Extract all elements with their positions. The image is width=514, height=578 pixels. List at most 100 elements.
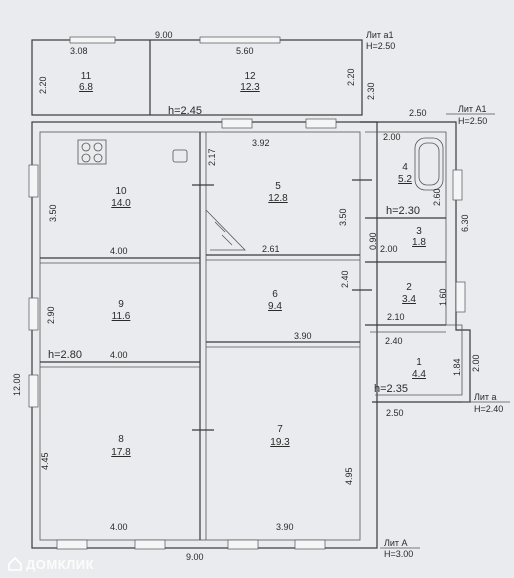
dim-2-60: 2.60 [432,188,442,206]
liter-A1-name: Лит А1 [458,104,487,114]
liter-A-height: H=3.00 [384,549,413,559]
dim-top-3-08: 3.08 [70,46,88,56]
dim-6-30: 6.30 [460,214,470,232]
room-8-area: 17.8 [111,447,131,458]
window-bottom-3 [227,539,259,550]
room-5-area: 12.8 [268,193,288,204]
dim-2-40-v: 2.40 [340,270,350,288]
room-6-area: 9.4 [268,301,282,312]
dim-3-90-b: 3.90 [276,522,294,532]
room-11-area: 6.8 [79,82,93,93]
room-4-area: 5.2 [398,174,412,185]
dim-2-61: 2.61 [262,244,280,254]
window-right-2 [455,281,466,313]
height-2-45: h=2.45 [168,105,202,117]
stairs [205,209,246,251]
dim-1-84: 1.84 [452,358,462,376]
room-7-area: 19.3 [270,437,290,448]
dim-3-92: 3.92 [252,138,270,148]
house-icon [8,557,22,571]
dim-4-95: 4.95 [344,467,354,485]
dim-4-00-c: 4.00 [110,522,128,532]
height-2-80: h=2.80 [48,349,82,361]
window-top-2 [305,118,337,129]
dim-2-00-top: 2.00 [383,132,401,142]
stove [77,139,107,165]
liter-A1-height: H=2.50 [458,116,487,126]
dim-3-50-mid: 3.50 [338,208,348,226]
liter-a1-name: Лит а1 [366,30,394,40]
stove-burner-2 [93,142,103,152]
dim-2-00-right: 2.00 [471,354,481,372]
dim-4-00-a: 4.00 [110,246,128,256]
dim-2-17: 2.17 [207,148,217,166]
room-6-number: 6 [272,289,278,300]
window-left-1 [28,164,39,198]
room-2-number: 2 [406,282,412,293]
dim-2-10: 2.10 [387,312,405,322]
bathtub-inner [418,142,440,186]
dim-right-2-30: 2.30 [366,82,376,100]
room-12-area: 12.3 [240,82,260,93]
room-5-number: 5 [275,181,281,192]
dim-right-2-20: 2.20 [346,68,356,86]
stove-burner-4 [93,153,103,163]
height-2-30: h=2.30 [386,205,420,217]
room-3-number: 3 [416,226,422,237]
annex-a1-outline [360,121,471,403]
annex-a1-inner [365,131,463,396]
room-9-number: 9 [118,299,124,310]
height-2-35: h=2.35 [374,383,408,395]
room-10-number: 10 [115,186,127,197]
room-11-number: 11 [81,71,92,82]
stairs-step-1 [214,221,226,233]
room-9-area: 11.6 [112,311,131,322]
liter-a-height: H=2.40 [474,404,503,414]
dim-2-50-bot: 2.50 [386,408,404,418]
window-bottom-1 [56,539,88,550]
room-3-area: 1.8 [412,237,426,248]
veranda-outline [31,39,363,116]
room-10-area: 14.0 [111,198,131,209]
dim-left-2-20: 2.20 [38,76,48,94]
sink [172,149,188,163]
window-left-3 [28,374,39,408]
watermark: ДОМКЛИК [8,557,94,572]
window-veranda-1 [69,36,116,44]
dim-9-00-bot: 9.00 [186,552,204,562]
window-bottom-2 [134,539,166,550]
dim-2-50-top: 2.50 [409,108,427,118]
stove-burner-3 [81,153,91,163]
dim-3-50-left: 3.50 [48,204,58,222]
window-bottom-4 [294,539,326,550]
dim-4-00-b: 4.00 [110,350,128,360]
dim-3-90-a: 3.90 [294,331,312,341]
bathtub [414,137,444,191]
watermark-text: ДОМКЛИК [26,557,95,572]
liter-a1-height: H=2.50 [366,41,395,51]
dim-12-00: 12.00 [12,373,22,396]
dim-1-60: 1.60 [438,288,448,306]
dim-2-90: 2.90 [46,306,56,324]
liter-A-name: Лит А [384,538,408,548]
main-house-outline [31,121,378,549]
room-4-number: 4 [402,162,408,173]
stove-burner-1 [81,142,91,152]
dim-0-90: 0.90 [368,232,378,250]
dim-2-00-mid: 2.00 [380,244,398,254]
liter-a-name: Лит а [474,392,497,402]
room-1-area: 4.4 [412,369,426,380]
room-8-number: 8 [118,434,124,445]
dim-4-45: 4.45 [40,452,50,470]
stairs-step-2 [221,234,233,246]
room-2-area: 3.4 [402,294,416,305]
window-left-2 [28,297,39,331]
dim-top-5-60: 5.60 [236,46,254,56]
window-veranda-2 [199,36,281,44]
room-7-number: 7 [277,424,283,435]
room-12-number: 12 [244,71,256,82]
window-top-1 [221,118,253,129]
window-right-1 [452,169,463,201]
room-1-number: 1 [416,357,422,368]
